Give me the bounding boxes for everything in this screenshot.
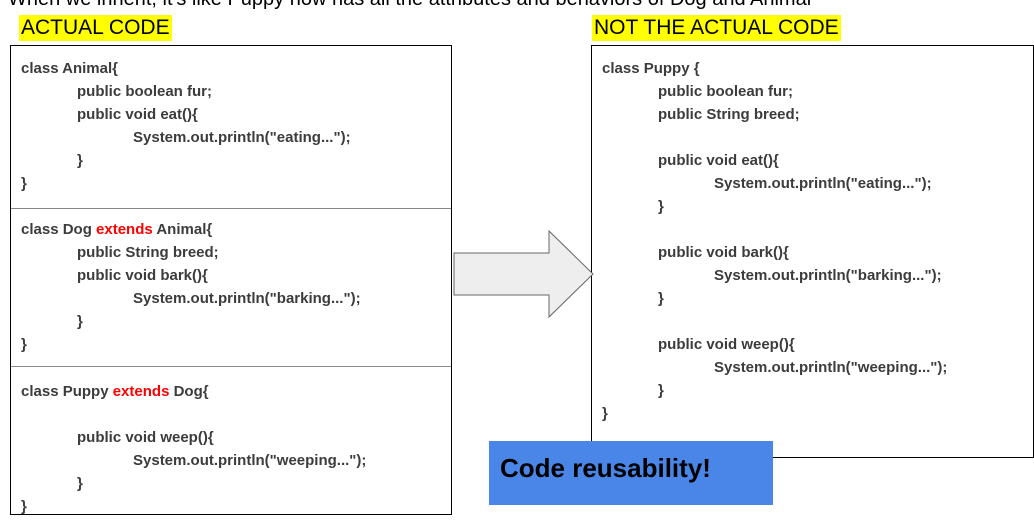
code-text: System.out.println("weeping..."); — [714, 359, 948, 376]
slide-title: When we inherit, it's like Puppy now has… — [8, 0, 811, 11]
code-line: } — [658, 382, 664, 400]
code-text: public void eat(){ — [77, 106, 198, 123]
code-text: public void bark(){ — [77, 267, 208, 284]
code-line: class Dog extends Animal{ — [21, 221, 212, 239]
code-line: } — [21, 336, 27, 354]
code-text: System.out.println("barking..."); — [714, 267, 942, 284]
code-line: } — [21, 498, 27, 516]
code-line: public boolean fur; — [77, 83, 212, 101]
code-text: class Animal{ — [21, 60, 118, 77]
code-line: } — [602, 405, 608, 423]
section-divider — [11, 366, 451, 367]
code-text: class Dog — [21, 221, 97, 238]
code-line: System.out.println("barking..."); — [714, 267, 942, 285]
code-text: System.out.println("barking..."); — [133, 290, 361, 307]
code-text: } — [21, 498, 27, 515]
code-line: System.out.println("eating..."); — [133, 129, 351, 147]
code-line: } — [658, 290, 664, 308]
code-reusability-banner: Code reusability! — [489, 441, 773, 505]
code-text: } — [77, 152, 83, 169]
code-text: public void weep(){ — [658, 336, 795, 353]
code-line: public void eat(){ — [658, 152, 779, 170]
code-line: public boolean fur; — [658, 83, 793, 101]
code-text: } — [21, 336, 27, 353]
code-text: public void bark(){ — [658, 244, 789, 261]
code-line: } — [77, 313, 83, 331]
code-text: public void weep(){ — [77, 429, 214, 446]
code-text: } — [21, 175, 27, 192]
code-text: } — [658, 290, 664, 307]
code-line: public void weep(){ — [77, 429, 214, 447]
code-text: class Puppy — [21, 383, 113, 400]
code-line: public String breed; — [658, 106, 800, 124]
code-line: public String breed; — [77, 244, 219, 262]
extends-keyword: extends — [112, 383, 170, 400]
code-text: System.out.println("weeping..."); — [133, 452, 367, 469]
code-line: System.out.println("eating..."); — [714, 175, 932, 193]
code-line: class Puppy { — [602, 60, 700, 78]
code-text: public String breed; — [77, 244, 219, 261]
code-text: } — [77, 475, 83, 492]
actual-code-box: class Animal{ public boolean fur; public v… — [10, 45, 452, 515]
code-line: class Puppy extends Dog{ — [21, 383, 209, 401]
section-divider — [11, 208, 451, 209]
code-line: System.out.println("barking..."); — [133, 290, 361, 308]
code-line: System.out.println("weeping..."); — [714, 359, 947, 377]
code-line: } — [77, 152, 83, 170]
code-line: public void eat(){ — [77, 106, 198, 124]
code-text: } — [77, 313, 83, 330]
code-text: class Puppy { — [602, 60, 700, 77]
actual-code-label: ACTUAL CODE — [19, 15, 172, 41]
code-text: Dog{ — [169, 383, 209, 400]
extends-keyword: extends — [96, 221, 153, 238]
code-text: public boolean fur; — [658, 83, 793, 100]
not-actual-code-label: NOT THE ACTUAL CODE — [592, 15, 841, 41]
code-text: Animal{ — [152, 221, 213, 238]
code-text: public void eat(){ — [658, 152, 779, 169]
code-text: System.out.println("eating..."); — [714, 175, 932, 192]
code-line: public void bark(){ — [77, 267, 208, 285]
code-text: } — [658, 198, 664, 215]
code-line: } — [21, 175, 27, 193]
code-text: public String breed; — [658, 106, 800, 123]
code-text: public boolean fur; — [77, 83, 212, 100]
banner-text: Code reusability! — [500, 453, 711, 483]
code-line: System.out.println("weeping..."); — [133, 452, 366, 470]
code-line: class Animal{ — [21, 60, 118, 78]
code-line: public void weep(){ — [658, 336, 795, 354]
code-line: } — [658, 198, 664, 216]
code-line: public void bark(){ — [658, 244, 789, 262]
code-text: } — [602, 405, 608, 422]
puppy-code-box: class Puppy { public boolean fur; public S… — [591, 45, 1034, 458]
code-text: } — [658, 382, 664, 399]
code-text: System.out.println("eating..."); — [133, 129, 351, 146]
code-line: } — [77, 475, 83, 493]
